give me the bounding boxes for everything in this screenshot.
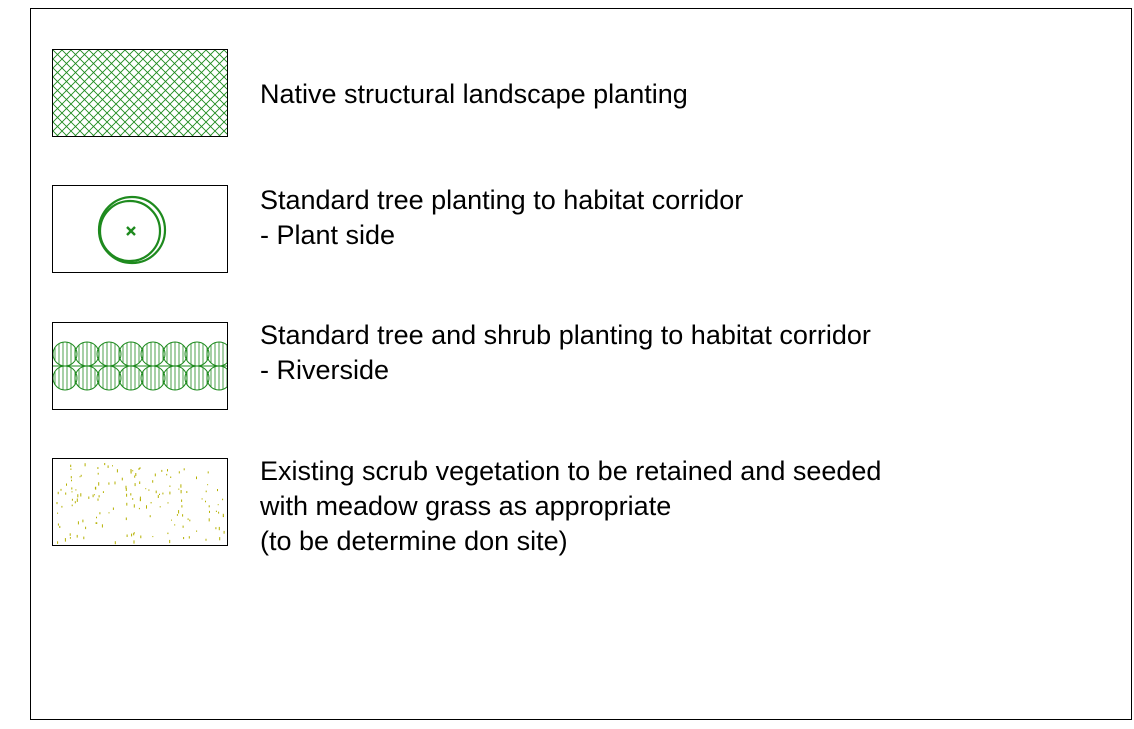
legend-label-line: Native structural landscape planting <box>260 79 688 109</box>
legend-label-shrub: Standard tree and shrub planting to habi… <box>260 318 871 388</box>
legend-label-line: Existing scrub vegetation to be retained… <box>260 456 882 486</box>
legend-swatch-native <box>52 49 228 137</box>
legend-swatch-tree <box>52 185 228 273</box>
legend-label-line: - Plant side <box>260 220 396 250</box>
legend-label-line: Standard tree and shrub planting to habi… <box>260 320 871 350</box>
legend-label-line: (to be determine don site) <box>260 526 568 556</box>
legend-swatch-shrub <box>52 322 228 410</box>
legend-label-line: with meadow grass as appropriate <box>260 491 672 521</box>
legend-label-line: - Riverside <box>260 355 390 385</box>
legend-label-native: Native structural landscape planting <box>260 77 688 112</box>
tree-circle-icon <box>97 195 167 265</box>
legend-label-tree: Standard tree planting to habitat corrid… <box>260 183 743 253</box>
shrub-row-icon <box>53 341 227 391</box>
speckle-fill-icon <box>56 463 225 545</box>
legend-swatch-scrub <box>52 458 228 546</box>
legend-label-line: Standard tree planting to habitat corrid… <box>260 185 744 215</box>
legend-label-scrub: Existing scrub vegetation to be retained… <box>260 454 881 559</box>
crosshatch-fill-icon <box>53 50 227 136</box>
